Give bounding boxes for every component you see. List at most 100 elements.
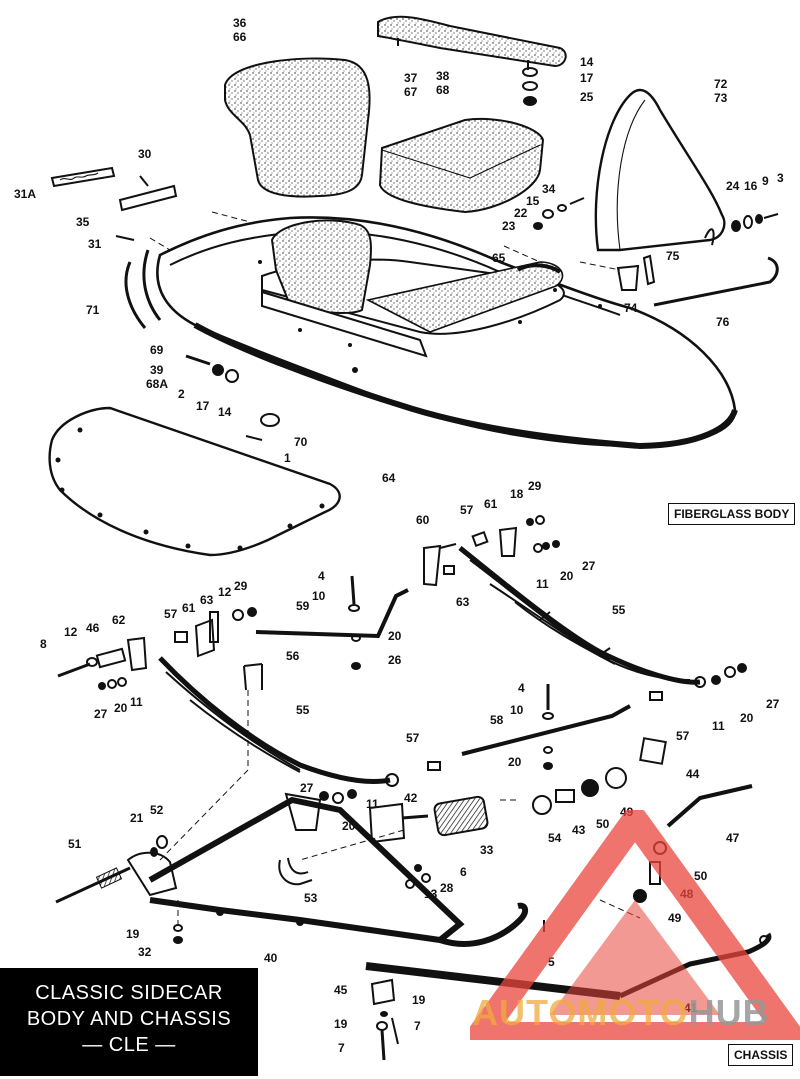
callout-20b: 20	[388, 629, 402, 643]
callout-38: 38	[436, 69, 450, 83]
watermark-text-a: AUTOMOTO	[472, 992, 689, 1033]
title-line-1: CLASSIC SIDECAR	[35, 982, 223, 1004]
callout-9: 9	[762, 174, 769, 188]
callout-62: 62	[112, 613, 126, 627]
callout-49b: 49	[668, 911, 682, 925]
callout-60: 60	[416, 513, 430, 527]
windshield	[594, 88, 726, 252]
callout-57b: 57	[164, 607, 178, 621]
callout-1: 1	[284, 451, 291, 465]
callout-46: 46	[86, 621, 100, 635]
spring-arm-58	[427, 684, 631, 771]
callout-31: 31	[88, 237, 102, 251]
callout-3: 3	[777, 171, 784, 185]
callout-23: 23	[502, 219, 516, 233]
callout-8: 8	[40, 637, 47, 651]
callout-11c: 11	[712, 719, 725, 733]
callout-67: 67	[404, 85, 418, 99]
callout-59: 59	[296, 599, 310, 613]
callout-16: 16	[744, 179, 758, 193]
callout-19: 19	[126, 927, 140, 941]
callout-53: 53	[304, 891, 318, 905]
side-rail-41	[365, 932, 772, 1000]
callout-28: 28	[440, 881, 454, 895]
callout-49: 49	[620, 805, 634, 819]
callout-20f: 20	[342, 819, 356, 833]
brace-hardware	[543, 841, 667, 932]
callout-37: 37	[404, 71, 418, 85]
callout-4b: 4	[518, 681, 525, 695]
callout-54: 54	[548, 831, 562, 845]
callout-12b: 12	[64, 625, 78, 639]
callout-43: 43	[572, 823, 586, 837]
callout-65: 65	[492, 251, 506, 265]
callout-27d: 27	[300, 781, 314, 795]
mount-block-42	[368, 802, 406, 844]
callout-7: 7	[414, 1019, 421, 1033]
callout-50b: 50	[694, 869, 708, 883]
callout-57c: 57	[676, 729, 690, 743]
u-bolt-hardware	[405, 864, 431, 889]
spring-hardware-right	[649, 663, 747, 701]
spindle-hardware	[150, 835, 168, 857]
axle-hardware	[532, 767, 627, 815]
callout-17: 17	[580, 71, 594, 85]
callout-39: 39	[150, 363, 164, 377]
watermark-text-b: HUB	[688, 992, 770, 1033]
callout-2: 2	[178, 387, 185, 401]
callout-35: 35	[76, 215, 90, 229]
callout-73: 73	[714, 91, 728, 105]
callout-71: 71	[86, 303, 100, 317]
callout-20c: 20	[114, 701, 128, 715]
callout-6: 6	[460, 865, 467, 879]
callout-27b: 27	[94, 707, 108, 721]
callout-63: 63	[456, 595, 470, 609]
frame-hardware	[173, 924, 183, 944]
callout-47: 47	[726, 831, 740, 845]
callout-31a: 31A	[14, 187, 36, 201]
screw-31	[115, 235, 135, 241]
callout-17b: 17	[196, 399, 210, 413]
title-line-3: — CLE —	[82, 1034, 176, 1056]
spring-clip	[243, 663, 263, 691]
callout-76: 76	[716, 315, 730, 329]
callout-75: 75	[666, 249, 680, 263]
mount-bracket-44	[639, 737, 667, 765]
sidecar-body	[156, 216, 738, 450]
callout-50: 50	[596, 817, 610, 831]
callout-5: 5	[548, 955, 555, 969]
callout-10: 10	[312, 589, 326, 603]
callout-15: 15	[526, 194, 540, 208]
spring-hardware-left	[319, 789, 357, 804]
title-block: CLASSIC SIDECAR BODY AND CHASSIS — CLE —	[0, 968, 258, 1076]
callout-21: 21	[130, 811, 144, 825]
callout-27: 27	[582, 559, 596, 573]
callout-57: 57	[460, 503, 474, 517]
callout-40: 40	[264, 951, 278, 965]
callout-48: 48	[680, 887, 694, 901]
callout-26: 26	[388, 653, 402, 667]
leaf-spring-left	[158, 656, 399, 787]
callout-51: 51	[68, 837, 82, 851]
rubber-bushing	[433, 795, 489, 837]
callout-29: 29	[528, 479, 542, 493]
callout-58: 58	[490, 713, 504, 727]
callout-63b: 63	[200, 593, 214, 607]
callout-32: 32	[138, 945, 152, 959]
title-line-2: BODY AND CHASSIS	[26, 1008, 232, 1030]
leaf-spring-right	[458, 546, 706, 688]
windshield-hardware	[731, 213, 779, 232]
callout-61b: 61	[182, 601, 196, 615]
watermark-text: AUTOMOTOHUB	[472, 992, 770, 1034]
callout-19c: 19	[334, 1017, 348, 1031]
fiberglass-body-label: FIBERGLASS BODY	[668, 503, 796, 525]
callout-69: 69	[150, 343, 164, 357]
callout-68a: 68A	[146, 377, 168, 391]
callout-22: 22	[514, 206, 528, 220]
callout-11d: 11	[366, 797, 379, 811]
callout-7b: 7	[338, 1041, 345, 1055]
callout-55: 55	[612, 603, 626, 617]
callout-13: 13	[424, 887, 438, 901]
washer-stack-top	[522, 67, 538, 106]
